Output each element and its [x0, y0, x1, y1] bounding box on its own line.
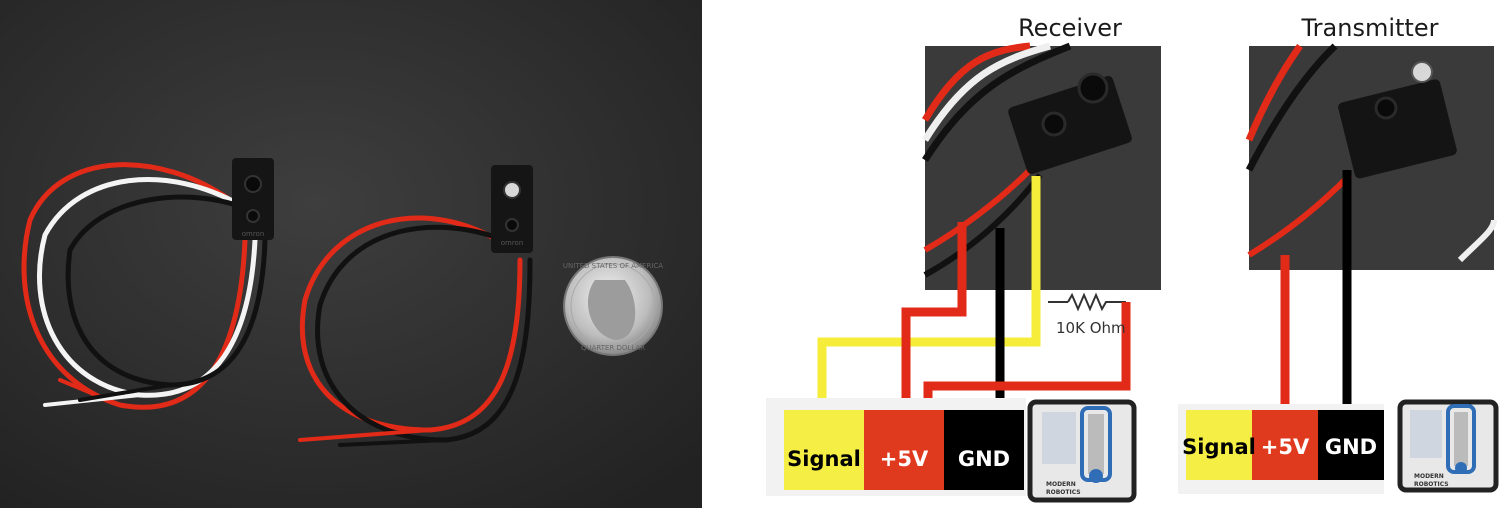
- transmitter-signal-label: Signal: [1182, 435, 1256, 459]
- transmitter-controller-board: MODERN ROBOTICS: [1397, 399, 1499, 493]
- transmitter-sensor-body: omron: [491, 165, 533, 253]
- sensor-product-photo: omron omron UNITED STATES OF AMERICA QUA…: [0, 0, 702, 508]
- receiver-controller-board: MODERN ROBOTICS: [1027, 399, 1137, 503]
- transmitter-power-pin: [1252, 410, 1318, 480]
- transmitter-title: Transmitter: [1301, 14, 1439, 42]
- transmitter-ground-pin: [1318, 410, 1384, 480]
- receiver-ground-pin: [944, 410, 1024, 490]
- receiver-sensor-body: omron: [232, 158, 274, 240]
- board-text-1: MODERN: [1046, 481, 1076, 488]
- transmitter-power-label: +5V: [1261, 435, 1310, 459]
- receiver-power-pin: [864, 410, 944, 490]
- sensor-brand-label: omron: [242, 230, 265, 238]
- transmitter-signal-pin: [1186, 410, 1252, 480]
- transmitter-wires: [1280, 170, 1352, 410]
- transmitter-ground-label: GND: [1325, 435, 1377, 459]
- receiver-connector-header: Signal +5V GND: [766, 398, 1026, 496]
- resistor-label: 10K Ohm: [1056, 319, 1126, 337]
- receiver-sensor-cable: [21, 162, 268, 410]
- board-text-3: MODERN: [1414, 473, 1444, 480]
- receiver-signal-pin: [784, 410, 864, 490]
- transmitter-closeup-photo: [1245, 43, 1497, 270]
- wiring-diagram: Receiver Transmitter: [760, 0, 1502, 508]
- board-text-4: ROBOTICS: [1414, 481, 1449, 488]
- receiver-wires: [817, 176, 1131, 408]
- transmitter-connector-header: Signal +5V GND: [1178, 404, 1384, 494]
- coin-text-bottom: QUARTER DOLLAR: [581, 344, 645, 352]
- quarter-coin: UNITED STATES OF AMERICA QUARTER DOLLAR: [563, 256, 663, 356]
- board-text-2: ROBOTICS: [1046, 489, 1081, 496]
- transmitter-sensor-cable: [298, 215, 533, 447]
- receiver-title: Receiver: [1018, 14, 1122, 42]
- receiver-ground-label: GND: [958, 447, 1010, 471]
- receiver-closeup-photo: [921, 42, 1161, 290]
- sensor-brand-label-2: omron: [501, 239, 524, 247]
- coin-text-top: UNITED STATES OF AMERICA: [563, 262, 663, 270]
- receiver-power-label: +5V: [880, 447, 929, 471]
- receiver-signal-label: Signal: [787, 447, 861, 471]
